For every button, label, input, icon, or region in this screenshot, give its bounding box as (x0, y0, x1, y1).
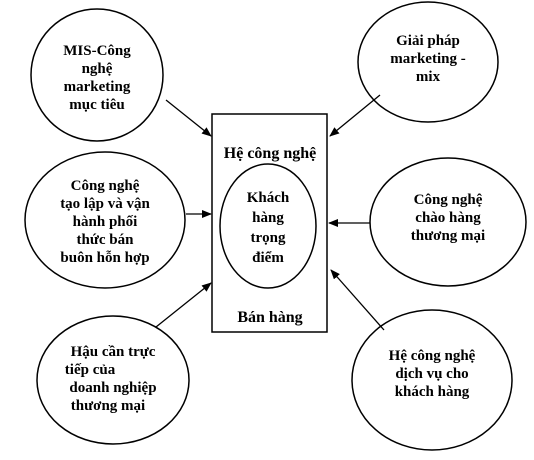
node-distribution-line-3: hành phối (73, 214, 138, 230)
node-distribution-line-4: thức bán (77, 232, 135, 248)
arrow-mis-to-center (165, 99, 212, 137)
center-inner-line-1: Khách (247, 190, 290, 206)
center-inner-line-3: trọng (251, 230, 286, 246)
node-mis-line-2: nghệ (82, 61, 113, 77)
node-trade-offer-line-2: chào hàng (415, 210, 481, 226)
node-customer-service-line-2: dịch vụ cho (395, 366, 468, 382)
node-marketing-mix-line-3: mix (416, 69, 441, 85)
node-logistics (36, 315, 190, 445)
node-mis (30, 8, 164, 142)
node-mis-line-4: mục tiêu (69, 97, 124, 113)
node-customer-service-line-3: khách hàng (395, 384, 470, 400)
node-mis-line-1: MIS-Công (63, 43, 131, 59)
node-logistics-line-2: tiếp của (65, 362, 116, 378)
center-title: Hệ công nghệ (224, 145, 316, 162)
arrow-customer-service-to-center (330, 269, 385, 331)
node-distribution-line-1: Công nghệ (71, 178, 140, 194)
node-logistics-line-4: thương mại (71, 398, 145, 414)
node-distribution (24, 151, 186, 289)
arrow-marketing-mix-to-center (329, 94, 381, 137)
node-logistics-line-1: Hậu cần trực (71, 344, 156, 360)
node-logistics-line-3: doanh nghiệp (69, 380, 156, 396)
center-inner-ellipse (219, 163, 317, 289)
center-inner-line-2: hàng (252, 210, 284, 226)
node-marketing-mix-line-1: Giải pháp (396, 33, 460, 49)
node-trade-offer-line-3: thương mại (411, 228, 485, 244)
node-distribution-line-2: tạo lập và vận (60, 196, 150, 212)
node-trade-offer (369, 157, 527, 287)
center-footer: Bán hàng (237, 309, 302, 326)
center-inner-line-4: điểm (252, 250, 284, 266)
node-distribution-line-5: buôn hỗn hợp (60, 250, 149, 266)
node-customer-service (351, 309, 513, 451)
node-marketing-mix (357, 1, 499, 123)
arrow-logistics-to-center (155, 282, 212, 328)
node-mis-line-3: marketing (64, 79, 131, 95)
node-customer-service-line-1: Hệ công nghệ (389, 348, 476, 364)
node-trade-offer-line-1: Công nghệ (414, 192, 483, 208)
node-marketing-mix-line-2: marketing - (390, 51, 465, 67)
